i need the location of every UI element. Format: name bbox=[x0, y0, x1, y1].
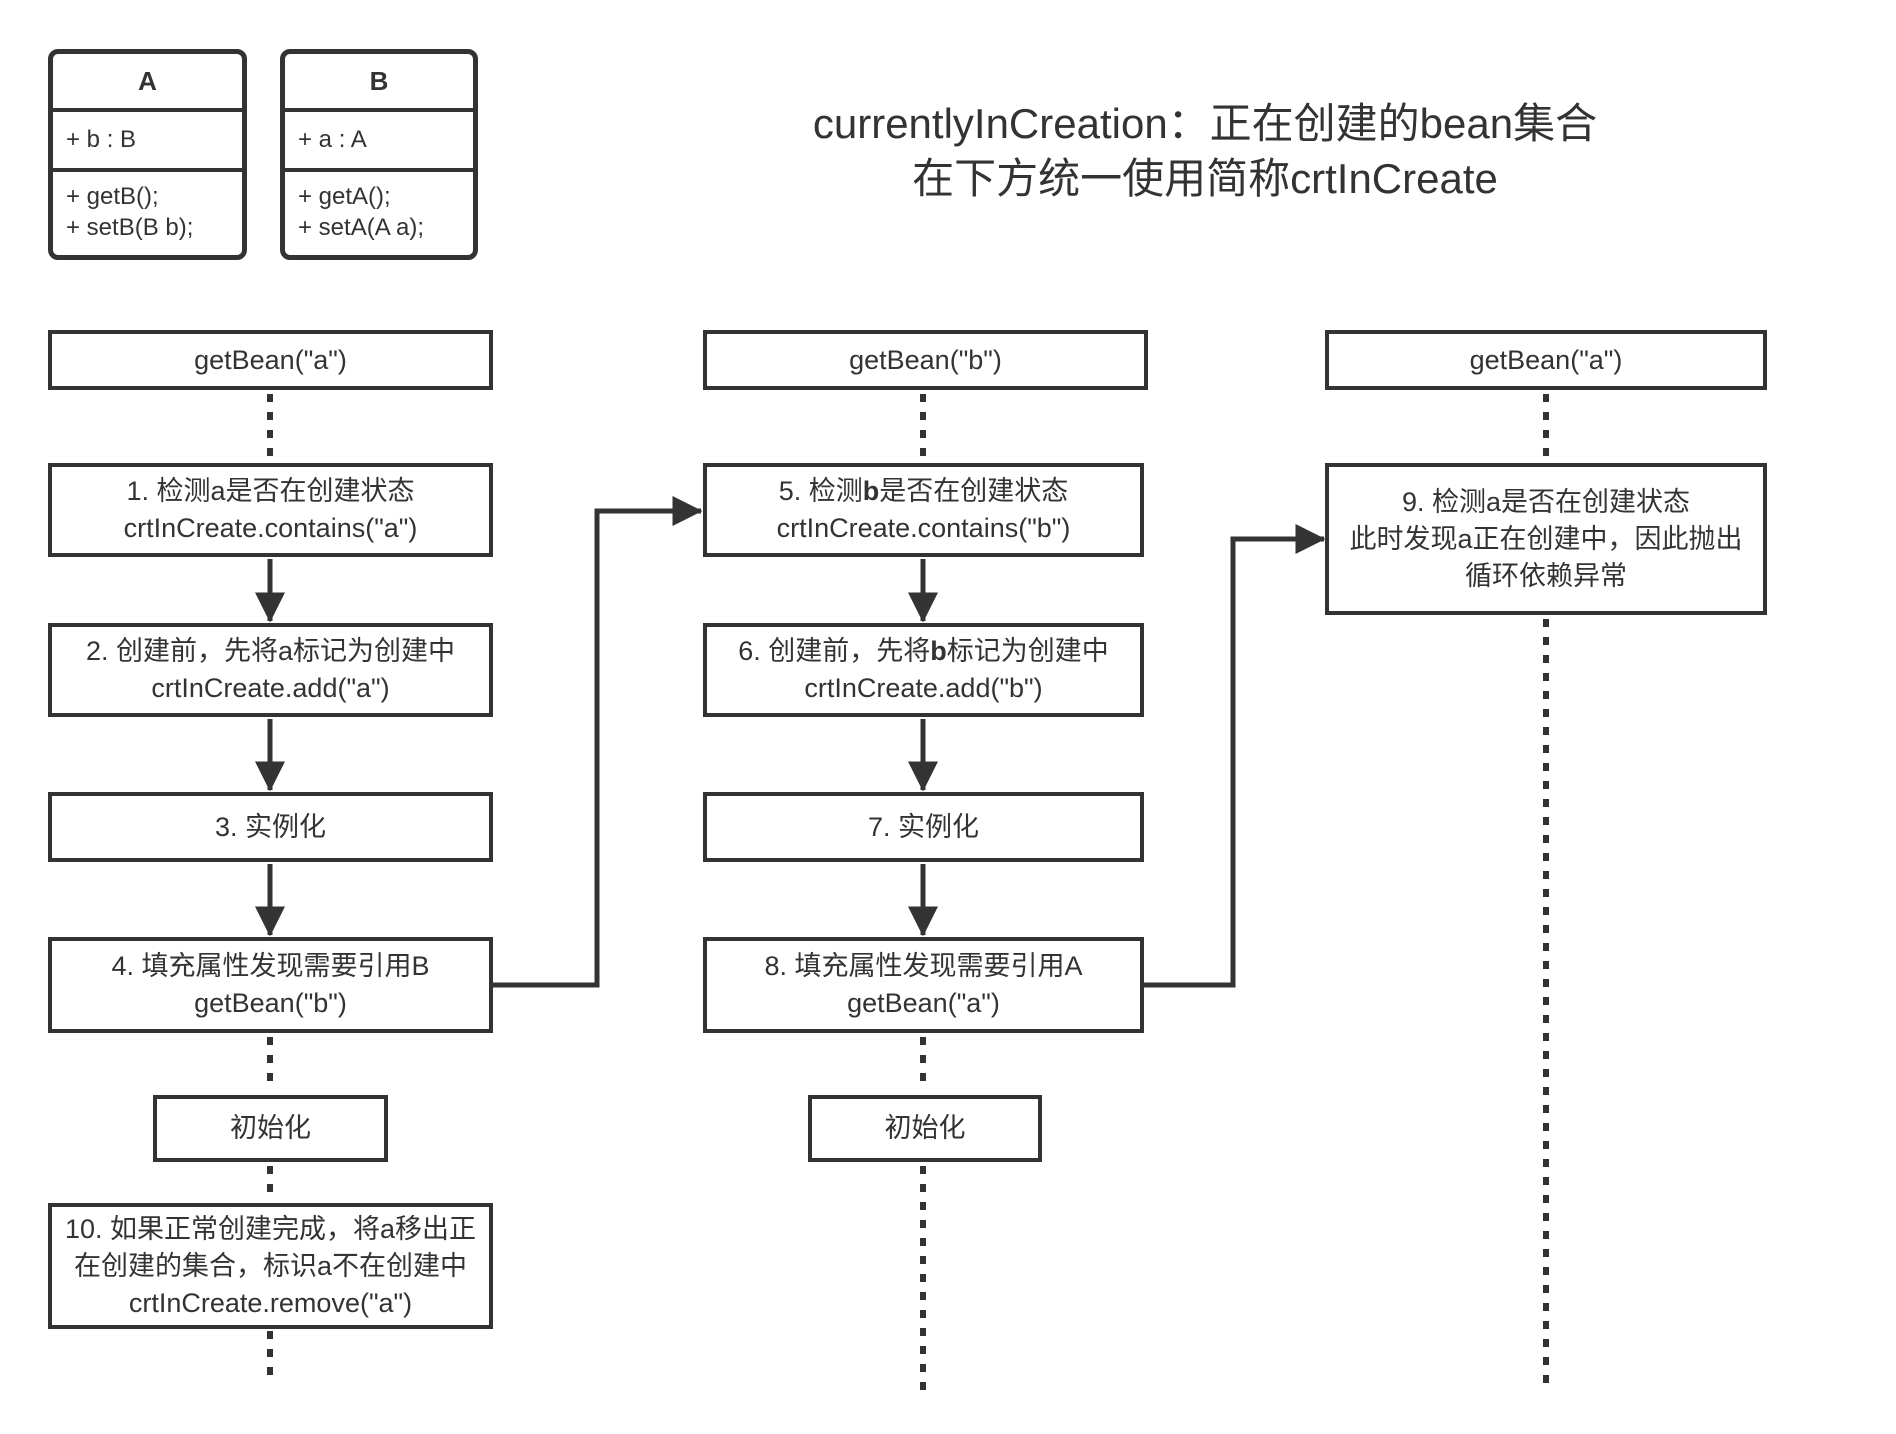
step7-box: 7. 实例化 bbox=[703, 792, 1144, 862]
entry-getbean-a2-label: getBean("a") bbox=[1469, 344, 1623, 375]
step5-box: 5. 检测b是否在创建状态 crtInCreate.contains("b") bbox=[703, 463, 1144, 557]
init-b-box: 初始化 bbox=[808, 1095, 1042, 1162]
entry-getbean-b-box: getBean("b") bbox=[703, 330, 1148, 390]
step9-line: 9. 检测a是否在创建状态 bbox=[1401, 486, 1691, 517]
step6-code: crtInCreate.add("b") bbox=[804, 673, 1043, 703]
step1-box: 1. 检测a是否在创建状态 crtInCreate.contains("a") bbox=[48, 463, 493, 557]
step1-code: crtInCreate.contains("a") bbox=[123, 513, 418, 543]
step2-line: 2. 创建前，先将a标记为创建中 bbox=[85, 636, 456, 666]
step8-code: getBean("a") bbox=[847, 988, 1000, 1018]
class-box-b: B + a : A + getA(); + setA(A a); bbox=[280, 49, 478, 260]
class-a-attribute: + b : B bbox=[53, 108, 242, 168]
diagram-title: currentlyInCreation：正在创建的bean集合 在下方统一使用简… bbox=[700, 96, 1710, 206]
init-a-label: 初始化 bbox=[230, 1113, 311, 1143]
entry-getbean-a-label: getBean("a") bbox=[194, 344, 347, 375]
step9-line: 此时发现a正在创建中，因此抛出 bbox=[1349, 523, 1743, 554]
step8-box: 8. 填充属性发现需要引用A getBean("a") bbox=[703, 937, 1144, 1033]
class-b-methods: + getA(); + setA(A a); bbox=[285, 168, 473, 255]
step8-line: 8. 填充属性发现需要引用A bbox=[764, 951, 1083, 981]
step4-line: 4. 填充属性发现需要引用B bbox=[111, 951, 430, 981]
step7-line: 7. 实例化 bbox=[867, 811, 980, 842]
elbow-step4-step5 bbox=[493, 496, 703, 988]
entry-getbean-a2-box: getBean("a") bbox=[1325, 330, 1767, 390]
step6-box: 6. 创建前，先将b标记为创建中 crtInCreate.add("b") bbox=[703, 623, 1144, 717]
step10-box: 10. 如果正常创建完成，将a移出正 在创建的集合，标识a不在创建中 crtIn… bbox=[48, 1203, 493, 1329]
step10-line: 在创建的集合，标识a不在创建中 bbox=[73, 1250, 467, 1281]
step3-line: 3. 实例化 bbox=[214, 811, 327, 842]
step2-code: crtInCreate.add("a") bbox=[151, 673, 390, 703]
step10-line: 10. 如果正常创建完成，将a移出正 bbox=[64, 1213, 477, 1244]
step9-line: 循环依赖异常 bbox=[1465, 560, 1627, 591]
class-b-method: + setA(A a); bbox=[298, 214, 425, 241]
step3-box: 3. 实例化 bbox=[48, 792, 493, 862]
title-line-2: 在下方统一使用简称crtInCreate bbox=[912, 155, 1498, 202]
class-b-method: + getA(); bbox=[298, 183, 391, 210]
entry-getbean-a-box: getBean("a") bbox=[48, 330, 493, 390]
class-a-name: A bbox=[138, 65, 157, 96]
init-b-label: 初始化 bbox=[884, 1113, 966, 1143]
step5-code: crtInCreate.contains("b") bbox=[776, 513, 1071, 543]
step10-code: crtInCreate.remove("a") bbox=[128, 1287, 413, 1318]
init-a-box: 初始化 bbox=[153, 1095, 388, 1162]
elbow-step8-step9 bbox=[1143, 524, 1326, 988]
step6-line: 6. 创建前，先将b标记为创建中 bbox=[738, 636, 1109, 666]
class-a-methods: + getB(); + setB(B b); bbox=[53, 168, 242, 255]
step5-line: 5. 检测b是否在创建状态 bbox=[778, 476, 1069, 506]
step9-box: 9. 检测a是否在创建状态 此时发现a正在创建中，因此抛出 循环依赖异常 bbox=[1325, 463, 1767, 615]
step4-box: 4. 填充属性发现需要引用B getBean("b") bbox=[48, 937, 493, 1033]
entry-getbean-b-label: getBean("b") bbox=[849, 344, 1002, 375]
class-b-attribute: + a : A bbox=[285, 108, 473, 168]
class-a-method: + setB(B b); bbox=[66, 214, 194, 241]
step4-code: getBean("b") bbox=[194, 988, 347, 1018]
class-b-name: B bbox=[369, 65, 389, 96]
class-a-method: + getB(); bbox=[66, 183, 159, 210]
class-box-a: A + b : B + getB(); + setB(B b); bbox=[48, 49, 247, 260]
title-line-1: currentlyInCreation：正在创建的bean集合 bbox=[812, 100, 1598, 147]
step1-line: 1. 检测a是否在创建状态 bbox=[126, 476, 415, 506]
step2-box: 2. 创建前，先将a标记为创建中 crtInCreate.add("a") bbox=[48, 623, 493, 717]
